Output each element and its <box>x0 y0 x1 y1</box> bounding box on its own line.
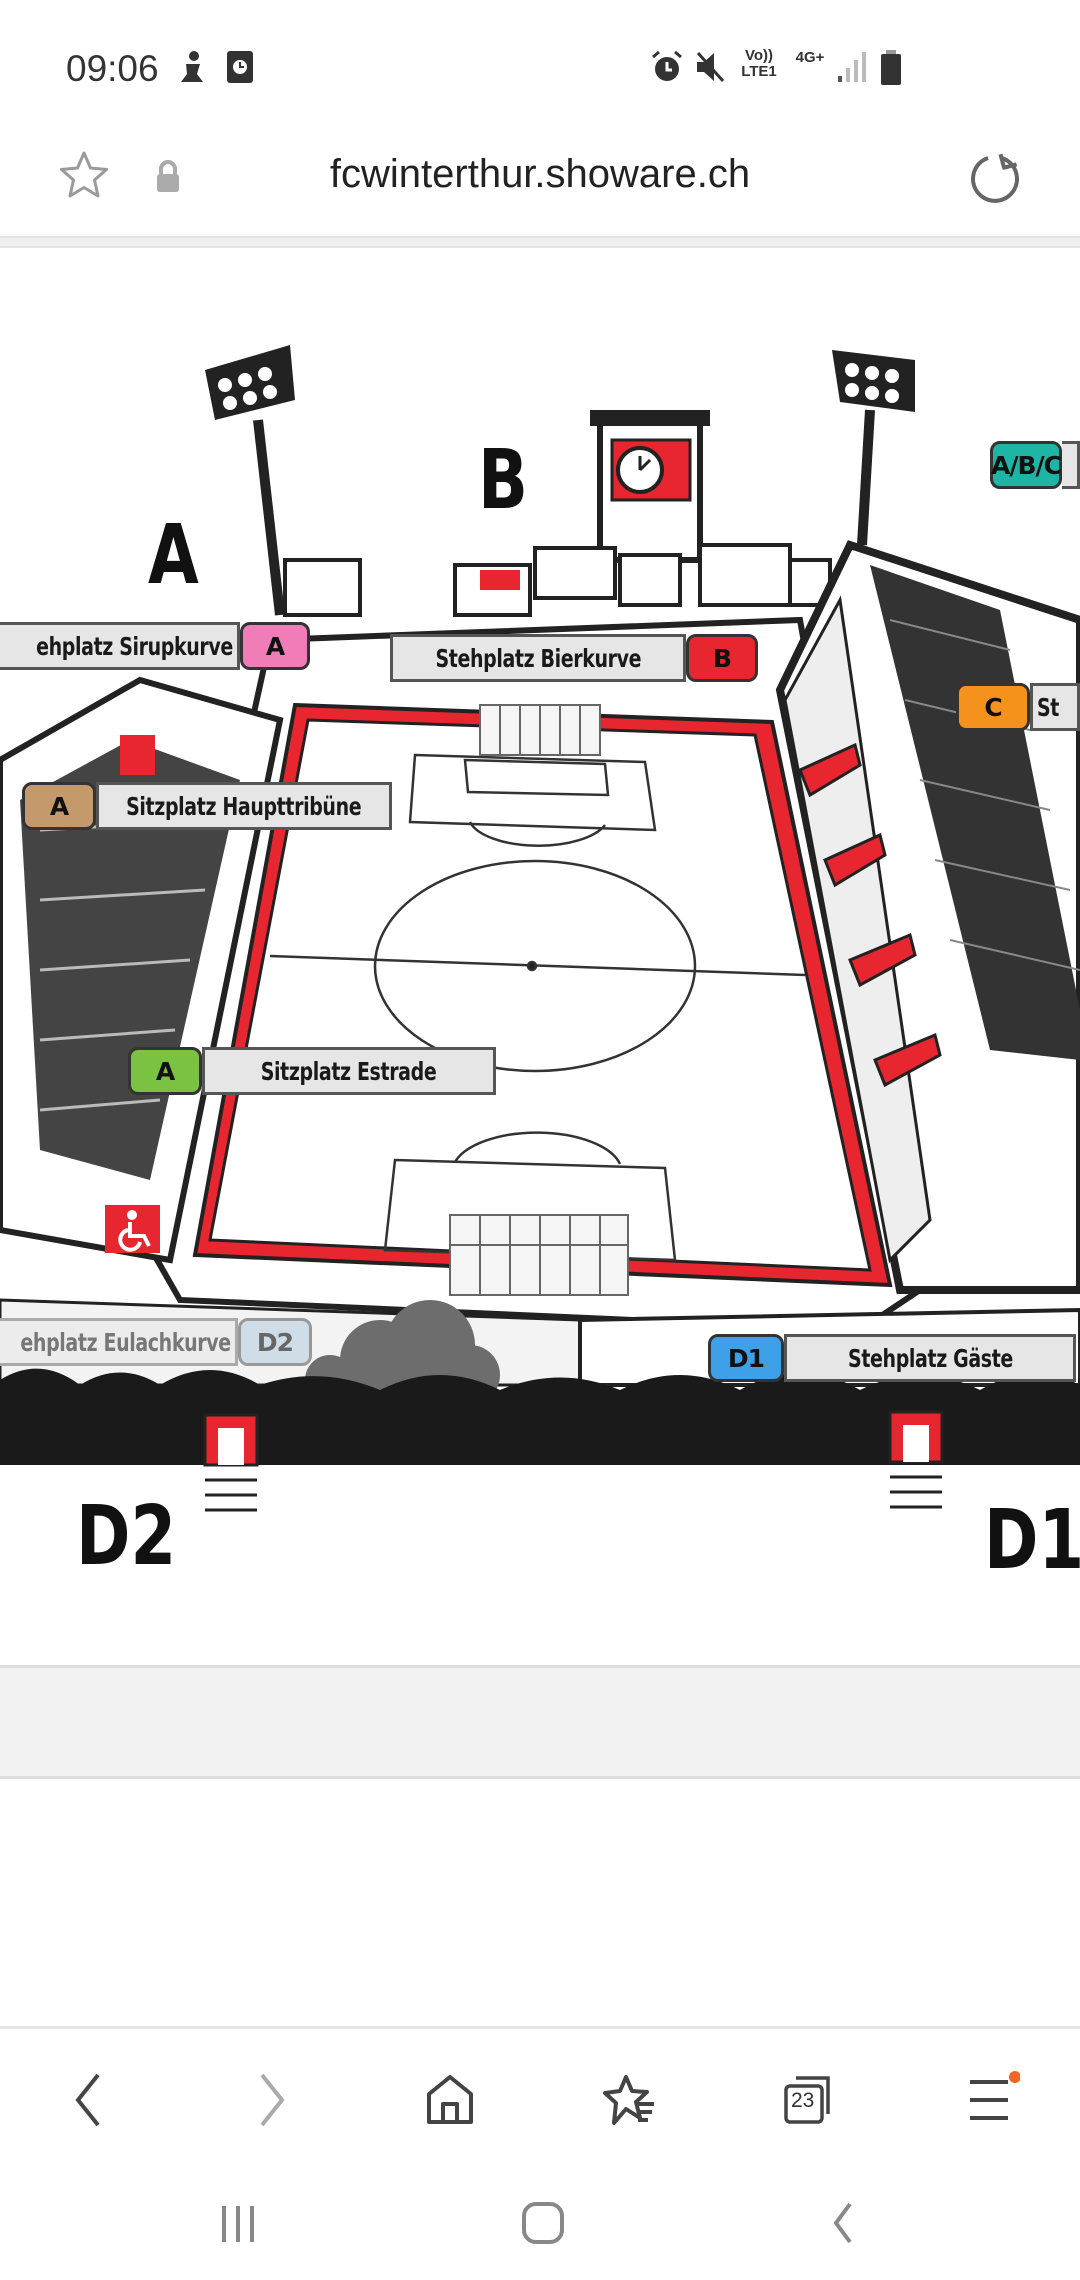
volte-indicator: Vo)) LTE1 <box>741 47 777 80</box>
sector-badge: A/B/C <box>990 441 1062 489</box>
network-type-indicator: 4G+ <box>795 49 825 66</box>
home-nav-icon[interactable] <box>520 2200 566 2246</box>
bookmark-star-icon[interactable] <box>58 150 110 202</box>
tabs-button[interactable]: 23 <box>770 2060 850 2140</box>
tab-count: 23 <box>791 2089 815 2112</box>
mute-icon <box>696 52 725 82</box>
sector-label-c[interactable]: C St <box>956 683 1080 731</box>
sector-label-text: Stehplatz Bierkurve <box>435 643 641 673</box>
goal-top <box>479 704 601 756</box>
notification-dot <box>1009 2071 1020 2083</box>
address-bar[interactable] <box>0 120 1080 238</box>
system-navigation-bar <box>0 2180 1080 2280</box>
sector-badge: B <box>686 634 758 682</box>
entrance-d2-icon <box>203 1413 259 1512</box>
back-button[interactable] <box>48 2060 128 2140</box>
sector-badge: D2 <box>238 1318 312 1366</box>
sector-badge: D1 <box>708 1334 784 1382</box>
menu-icon <box>970 2071 1020 2120</box>
wheelchair-access-icon <box>105 1205 160 1253</box>
sector-badge: A <box>128 1047 202 1095</box>
sector-label-abc[interactable]: A/B/C <box>990 441 1080 489</box>
menu-button[interactable] <box>950 2060 1030 2140</box>
bookmarks-button[interactable] <box>590 2060 670 2140</box>
entrance-d1-icon <box>888 1410 944 1509</box>
sector-label-estrade[interactable]: A Sitzplatz Estrade <box>128 1047 496 1095</box>
lock-icon <box>157 160 179 192</box>
tabs-icon <box>784 2076 830 2124</box>
clock: 09:06 <box>66 48 159 89</box>
back-nav-icon[interactable] <box>828 2200 858 2246</box>
battery-icon <box>881 50 901 85</box>
sector-letter-d1: D1 <box>984 1493 1080 1588</box>
sector-label-eulachkurve[interactable]: ehplatz Eulachkurve D2 <box>0 1318 312 1366</box>
reload-icon[interactable] <box>968 150 1024 206</box>
floodlight-left-icon <box>205 345 295 616</box>
page-section-divider <box>0 1665 1080 1779</box>
sector-label-text: Sitzplatz Haupttribüne <box>126 791 362 821</box>
sector-badge: C <box>956 683 1030 731</box>
sector-label-text: ehplatz Sirupkurve <box>36 631 233 661</box>
clock-app-icon <box>227 51 253 83</box>
home-button[interactable] <box>410 2060 490 2140</box>
toolbar-divider <box>0 236 1080 248</box>
sector-label-text: St <box>1037 692 1060 722</box>
sector-label-text: Stehplatz Gäste <box>847 1343 1013 1373</box>
alarm-icon <box>652 50 682 81</box>
forward-button[interactable] <box>232 2060 312 2140</box>
fitness-icon <box>181 51 203 82</box>
url-text[interactable]: fcwinterthur.showare.ch <box>329 152 751 196</box>
sector-label-gaeste[interactable]: D1 Stehplatz Gäste <box>708 1334 1076 1382</box>
sector-badge: A <box>22 782 96 830</box>
sector-letter-a: A <box>148 508 199 603</box>
bookmarks-star-icon <box>603 2075 654 2125</box>
sector-letter-d2: D2 <box>76 1489 177 1584</box>
signal-icon <box>838 52 866 82</box>
status-bar: 09:06 Vo)) LTE1 4G+ <box>0 0 1080 120</box>
floodlight-right-icon <box>832 350 915 546</box>
home-icon <box>427 2075 473 2124</box>
sector-label-text: Sitzplatz Estrade <box>261 1056 437 1086</box>
sector-label-bierkurve[interactable]: Stehplatz Bierkurve B <box>390 634 758 682</box>
goal-bottom <box>449 1214 629 1296</box>
sector-label-sirupkurve[interactable]: ehplatz Sirupkurve A <box>0 622 310 670</box>
pitch-markings <box>269 753 806 1262</box>
sector-label-bar <box>1062 441 1080 489</box>
sector-badge: A <box>240 622 310 670</box>
sector-label-haupttribuene[interactable]: A Sitzplatz Haupttribüne <box>22 782 392 830</box>
browser-bottom-toolbar <box>0 2026 1080 2176</box>
clock-tower-icon <box>590 410 710 563</box>
chevron-left-icon <box>75 2073 100 2127</box>
sector-letter-b: B <box>478 433 529 528</box>
recent-apps-icon[interactable] <box>218 2202 262 2246</box>
chevron-right-icon <box>260 2073 285 2127</box>
sector-label-text: ehplatz Eulachkurve <box>20 1327 232 1357</box>
